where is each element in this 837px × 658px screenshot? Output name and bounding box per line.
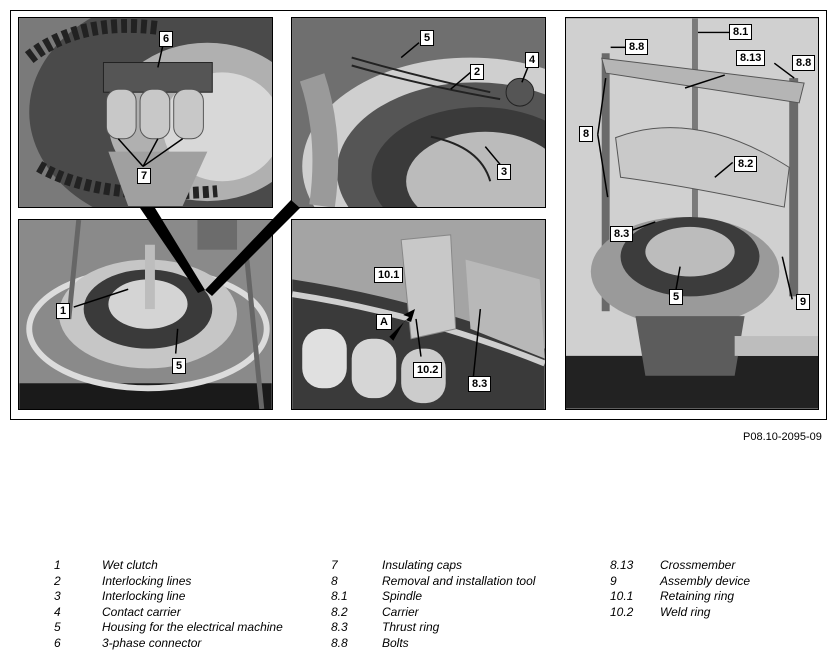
- callout-2: 2: [470, 64, 485, 80]
- callout-9: 9: [796, 294, 811, 310]
- retaining-ring-illustration: [292, 220, 545, 409]
- callout-5: 5: [669, 289, 684, 305]
- callout-5: 5: [172, 358, 187, 374]
- removal-tool-illustration: [566, 18, 818, 409]
- callout-8-2: 8.2: [734, 156, 758, 172]
- callout-8-13: 8.13: [736, 50, 766, 66]
- callout-3: 3: [497, 164, 512, 180]
- callout-4: 4: [525, 52, 540, 68]
- photo-wet-clutch: 1 5: [18, 219, 273, 410]
- photo-interlocking-lines: 5 2 4 3: [291, 17, 546, 208]
- callout-5: 5: [420, 30, 435, 46]
- connector-illustration: [19, 18, 272, 207]
- photo-retaining-ring: 10.1 A 10.2 8.3: [291, 219, 546, 410]
- callout-8-3: 8.3: [468, 376, 492, 392]
- interlocking-lines-illustration: [292, 18, 545, 207]
- callout-8-8-left: 8.8: [625, 39, 649, 55]
- photo-connector-detail: 6 7: [18, 17, 273, 208]
- callout-a: A: [376, 314, 392, 330]
- callout-8-3: 8.3: [610, 226, 634, 242]
- photo-removal-tool: 8.1 8.8 8.13 8.8 8 8.2 8.3 5 9: [565, 17, 819, 410]
- callout-8-8-right: 8.8: [792, 55, 816, 71]
- callout-10-2: 10.2: [413, 362, 443, 378]
- callout-8: 8: [579, 126, 594, 142]
- callout-8-1: 8.1: [729, 24, 753, 40]
- callout-1: 1: [56, 303, 71, 319]
- callout-10-1: 10.1: [374, 267, 404, 283]
- callout-7: 7: [137, 168, 152, 184]
- callout-6: 6: [159, 31, 174, 47]
- figure-reference: P08.10-2095-09: [743, 431, 822, 443]
